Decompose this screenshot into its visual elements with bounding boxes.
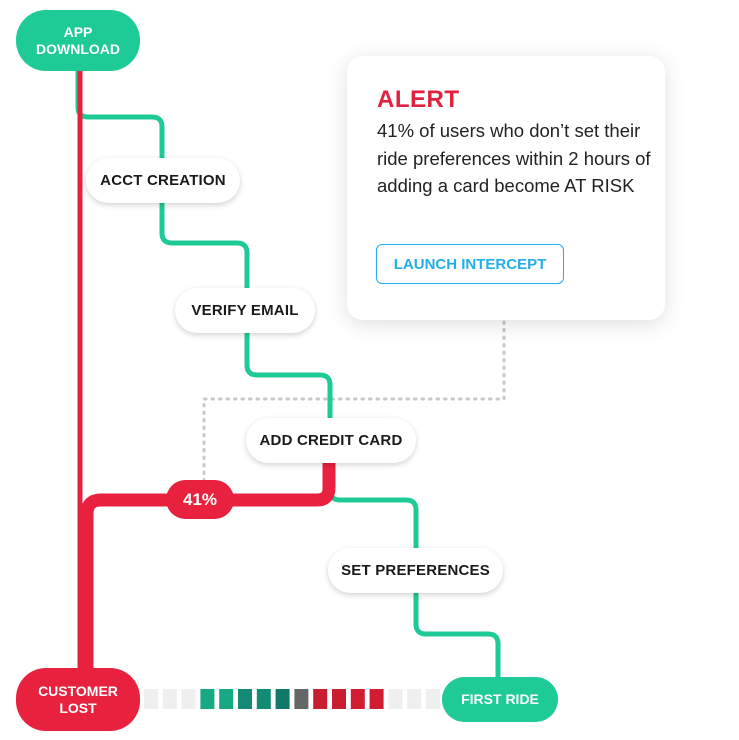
progress-segment [200,689,215,709]
progress-segment [238,689,252,709]
progress-segment [144,689,158,709]
alert-body: 41% of users who don’t set their ride pr… [377,120,651,196]
progress-segment [256,689,271,709]
step-verify-email-label: VERIFY EMAIL [191,302,299,319]
progress-segment [294,689,309,709]
alert-connector-line [202,320,506,482]
launch-intercept-button[interactable]: LAUNCH INTERCEPT [376,244,564,284]
progress-segment [313,689,328,709]
alert-card: ALERT 41% of users who don’t set their r… [347,56,665,320]
step-acct-creation-label: ACCT CREATION [100,172,226,189]
progress-segment [162,689,177,709]
success-path-line [75,70,501,700]
step-add-credit-card: ADD CREDIT CARD [246,418,416,463]
progress-segment [181,689,196,709]
step-acct-creation: ACCT CREATION [86,158,240,203]
drop-off-percent: 41% [182,489,218,509]
progress-segment [219,689,234,709]
progress-segment [350,689,365,709]
progress-segment [407,689,422,709]
progress-segment [275,689,290,709]
progress-segment [426,689,440,709]
step-add-credit-card-label: ADD CREDIT CARD [259,432,403,449]
alert-title: ALERT [377,86,460,113]
progress-segment [332,689,346,709]
step-set-preferences: SET PREFERENCES [328,548,503,593]
node-first-ride: FIRST RIDE [442,677,558,722]
node-customer-lost: CUSTOMER LOST [16,668,140,731]
node-first-ride-label: FIRST RIDE [461,691,539,707]
node-app-download-label: APP DOWNLOAD [36,23,120,57]
progress-segment [369,689,384,709]
step-set-preferences-label: SET PREFERENCES [341,562,490,579]
node-customer-lost-label: CUSTOMER LOST [38,682,118,716]
progress-strip [144,689,440,709]
progress-segment [388,689,403,709]
step-verify-email: VERIFY EMAIL [175,288,315,333]
drop-off-badge: 41% [166,480,234,519]
node-app-download: APP DOWNLOAD [16,10,140,71]
